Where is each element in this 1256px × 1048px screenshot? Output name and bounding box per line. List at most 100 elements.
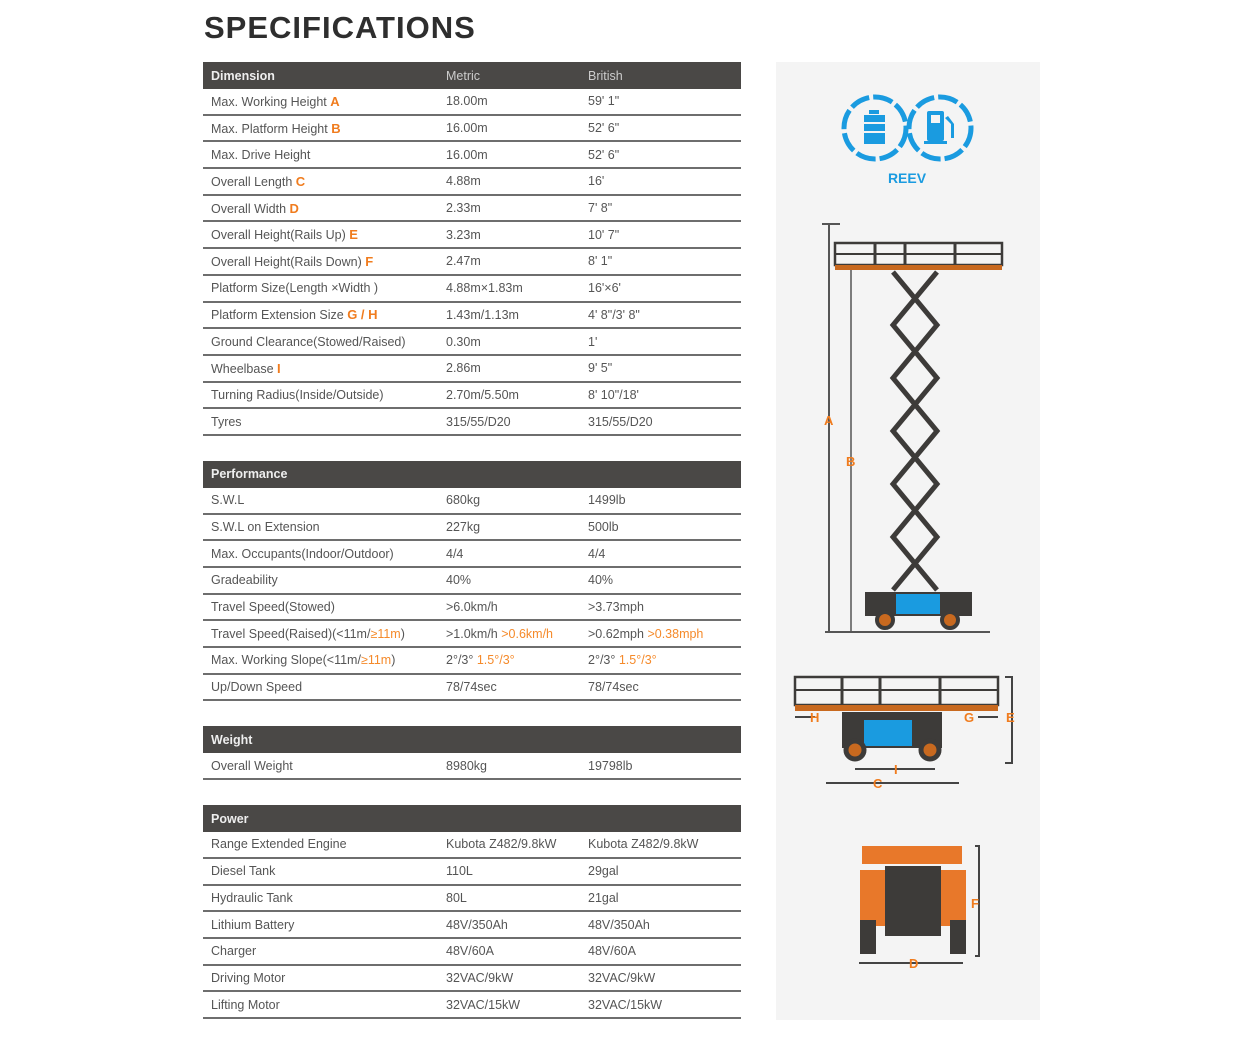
row-label-cell: Overall Height(Rails Up) E <box>203 227 446 242</box>
british-value: 29gal <box>588 864 619 879</box>
british-cell: 9' 5" <box>588 361 741 375</box>
british-value: 9' 5" <box>588 361 613 376</box>
table-row: S.W.L 680kg 1499lb <box>203 488 741 515</box>
row-label: Driving Motor <box>211 970 286 985</box>
row-label: Tyres <box>211 414 242 429</box>
metric-value: 48V/350Ah <box>446 917 508 932</box>
metric-cell: 32VAC/15kW <box>446 998 588 1012</box>
row-label-cell: Up/Down Speed <box>203 680 446 694</box>
british-cell: 7' 8" <box>588 201 741 215</box>
metric-value: 2.33m <box>446 201 481 216</box>
table-row: Travel Speed(Raised)(<11m/≥11m)>1.0km/h … <box>203 621 741 649</box>
reev-label: REEV <box>888 170 927 186</box>
british-value: 7' 8" <box>588 201 613 216</box>
metric-value: 48V/60A <box>446 944 494 959</box>
row-label-cell: Max. Drive Height <box>203 148 446 162</box>
page-title: SPECIFICATIONS <box>204 10 476 45</box>
metric-value: 16.00m <box>446 147 488 162</box>
row-label-cell: Platform Extension Size G / H <box>203 307 446 322</box>
label-f: F <box>971 896 979 911</box>
row-label-cell: Overall Height(Rails Down) F <box>203 254 446 269</box>
row-label: Overall Weight <box>211 758 293 773</box>
metric-value: 4.88m×1.83m <box>446 281 523 296</box>
reev-icon <box>841 94 974 162</box>
row-label-cell: Overall Width D <box>203 201 446 216</box>
british-cell: 10' 7" <box>588 228 741 242</box>
section-header: Power <box>203 805 741 833</box>
row-label-cell: Diesel Tank <box>203 864 446 878</box>
british-cell: 4/4 <box>588 547 741 561</box>
british-value: 59' 1" <box>588 94 620 109</box>
dimension-tag: F <box>365 253 374 269</box>
row-label-end: ) <box>400 626 405 641</box>
metric-value-highlight: 1.5°/3° <box>476 653 515 668</box>
british-cell: >0.62mph >0.38mph <box>588 627 741 641</box>
british-value: 32VAC/9kW <box>588 970 656 985</box>
metric-value: 110L <box>446 864 473 879</box>
col-british-header: British <box>588 68 623 83</box>
british-cell: 1' <box>588 335 741 349</box>
battery-icon <box>864 110 885 144</box>
british-value: 48V/350Ah <box>588 917 650 932</box>
row-label: Max. Occupants(Indoor/Outdoor) <box>211 546 394 561</box>
row-label-cell: Overall Length C <box>203 174 446 189</box>
fuel-pump-icon <box>924 111 954 144</box>
metric-value: >6.0km/h <box>446 600 498 615</box>
label-b: B <box>846 454 855 469</box>
metric-value: 2.86m <box>446 361 481 376</box>
british-cell: 4' 8"/3' 8" <box>588 308 741 322</box>
section-title: Weight <box>211 732 253 747</box>
row-label: Max. Working Height <box>211 94 327 109</box>
row-label-cell: Ground Clearance(Stowed/Raised) <box>203 335 446 349</box>
british-value: 500lb <box>588 519 619 534</box>
row-label-cell: Wheelbase I <box>203 361 446 376</box>
british-value: >0.62mph <box>588 626 644 641</box>
british-cell: 16' <box>588 174 741 188</box>
metric-cell: 2.86m <box>446 361 588 375</box>
row-label-cell: Travel Speed(Stowed) <box>203 600 446 614</box>
british-cell: 1499lb <box>588 493 741 507</box>
row-label-cell: Max. Working Slope(<11m/≥11m) <box>203 653 446 667</box>
british-value: Kubota Z482/9.8kW <box>588 837 699 852</box>
row-label-cell: Travel Speed(Raised)(<11m/≥11m) <box>203 627 446 641</box>
metric-value: 2°/3° <box>446 653 474 668</box>
metric-value: 1.43m/1.13m <box>446 307 519 322</box>
metric-cell: 680kg <box>446 493 588 507</box>
row-label-cell: Gradeability <box>203 573 446 587</box>
row-label-cell: Max. Working Height A <box>203 94 446 109</box>
row-label-end: ) <box>391 653 396 668</box>
british-cell: 32VAC/15kW <box>588 998 741 1012</box>
british-cell: 19798lb <box>588 759 741 773</box>
row-label: Range Extended Engine <box>211 837 347 852</box>
british-cell: 48V/60A <box>588 944 741 958</box>
row-label-cell: Range Extended Engine <box>203 837 446 851</box>
british-value: 1' <box>588 334 598 349</box>
metric-cell: 227kg <box>446 520 588 534</box>
british-cell: 48V/350Ah <box>588 918 741 932</box>
row-label-highlight: ≥11m <box>370 626 401 641</box>
metric-cell: 8980kg <box>446 759 588 773</box>
british-value: 315/55/D20 <box>588 414 653 429</box>
diagram-panel: REEV A B H G E I C <box>776 62 1040 1020</box>
metric-value: 0.30m <box>446 334 481 349</box>
metric-value: 680kg <box>446 493 481 508</box>
metric-value-highlight: >0.6km/h <box>501 626 554 641</box>
row-label-cell: Overall Weight <box>203 759 446 773</box>
british-cell: 78/74sec <box>588 680 741 694</box>
row-label: S.W.L <box>211 493 245 508</box>
metric-cell: 2.33m <box>446 201 588 215</box>
british-value: 8' 1" <box>588 254 613 269</box>
metric-cell: 315/55/D20 <box>446 415 588 429</box>
british-cell: 32VAC/9kW <box>588 971 741 985</box>
